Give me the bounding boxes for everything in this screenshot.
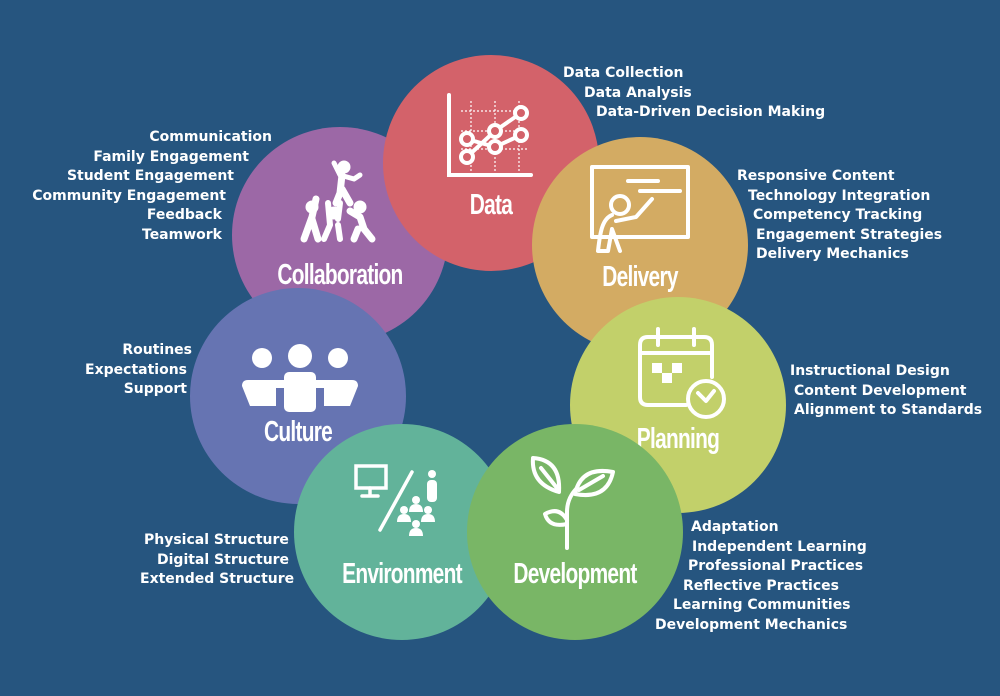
node-development: Development (467, 424, 683, 640)
list-item: Alignment to Standards (794, 402, 983, 418)
list-item: Instructional Design (790, 363, 950, 379)
list-item: Data Collection (563, 65, 684, 81)
list-item: Professional Practices (688, 558, 864, 574)
list-item: Independent Learning (692, 538, 867, 555)
node-culture: Culture (190, 288, 406, 504)
planning-items: Instructional Design Content Development… (790, 362, 982, 421)
list-item: Communication (149, 129, 272, 145)
list-item: Expectations (85, 361, 187, 378)
list-item: Routines (122, 342, 192, 358)
group-hug-icon (242, 344, 358, 412)
line-chart-icon (447, 93, 533, 177)
list-item: Digital Structure (157, 551, 290, 568)
list-item: Support (123, 381, 187, 397)
list-item: Content Development (794, 382, 967, 399)
node-title: Development (513, 558, 637, 590)
list-item: Teamwork (142, 226, 222, 243)
human-pyramid-icon (300, 160, 376, 243)
list-item: Engagement Strategies (756, 226, 943, 243)
delivery-items: Responsive Content Technology Integratio… (737, 167, 942, 265)
node-title: Collaboration (277, 259, 403, 291)
list-item: Family Engagement (93, 148, 249, 165)
list-item: Community Engagement (32, 187, 226, 204)
data-items: Data Collection Data Analysis Data-Drive… (563, 64, 825, 123)
calendar-clock-icon (638, 327, 726, 419)
list-item: Learning Communities (673, 597, 851, 613)
list-item: Data Analysis (584, 84, 692, 101)
teacher-whiteboard-icon (590, 165, 690, 253)
list-item: Reflective Practices (683, 577, 839, 594)
list-item: Development Mechanics (655, 616, 848, 633)
list-item: Physical Structure (144, 532, 289, 548)
collaboration-items: Communication Family Engagement Student … (30, 128, 272, 245)
environment-items: Physical Structure Digital Structure Ext… (140, 531, 294, 590)
computer-classroom-icon (354, 464, 437, 536)
list-item: Technology Integration (748, 187, 931, 204)
list-item: Student Engagement (66, 168, 234, 184)
node-title: Delivery (602, 261, 678, 293)
sprout-icon (530, 456, 615, 550)
node-title: Culture (263, 416, 333, 448)
list-item: Extended Structure (140, 571, 295, 587)
culture-items: Routines Expectations Support (82, 341, 192, 400)
list-item: Adaptation (691, 519, 779, 535)
development-items: Adaptation Independent Learning Professi… (655, 518, 867, 635)
node-title: Data (469, 189, 513, 221)
list-item: Responsive Content (737, 168, 895, 184)
node-title: Planning (636, 423, 720, 455)
node-title: Environment (342, 558, 462, 590)
list-item: Competency Tracking (753, 207, 923, 223)
list-item: Delivery Mechanics (756, 246, 909, 262)
list-item: Feedback (146, 207, 222, 223)
list-item: Data-Driven Decision Making (596, 104, 826, 120)
